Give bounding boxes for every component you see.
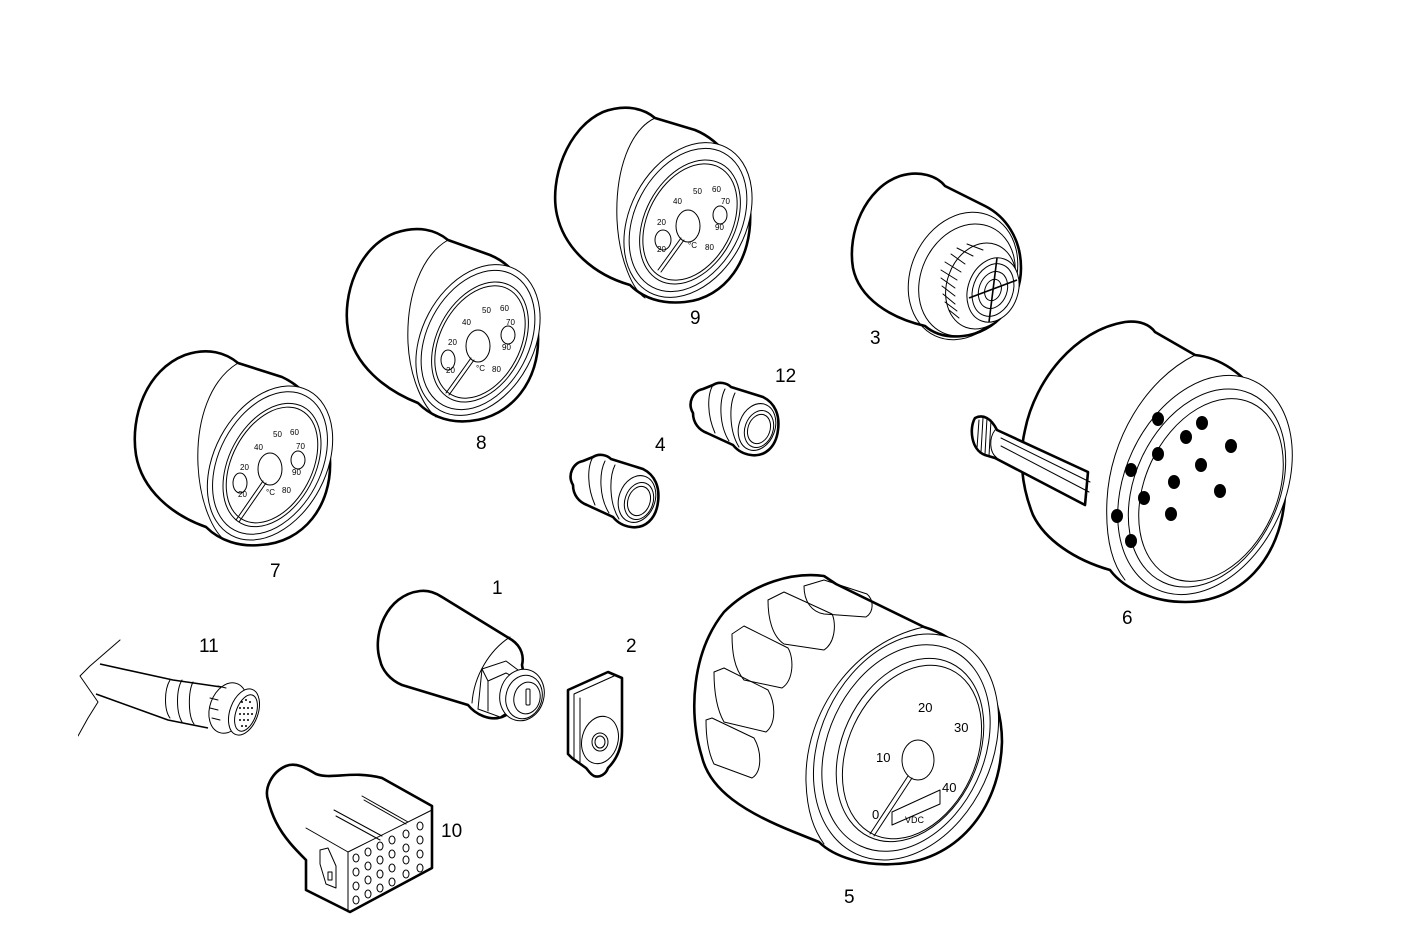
svg-text:40: 40 [673,197,682,206]
svg-text:20: 20 [918,700,932,715]
lamp-holder-part-4 [569,453,660,529]
svg-text:60: 60 [712,185,721,194]
svg-text:20: 20 [657,218,666,227]
callout-6: 6 [1122,608,1133,629]
svg-text:VDC: VDC [905,815,925,825]
callout-5: 5 [844,887,855,908]
svg-text:°C: °C [266,488,275,497]
svg-text:80: 80 [282,486,291,495]
callout-12: 12 [775,366,797,387]
gauge-rear-part-6 [970,320,1293,604]
svg-text:60: 60 [290,428,299,437]
buzzer-part-3 [850,172,1023,341]
svg-text:20: 20 [240,463,249,472]
callout-3: 3 [870,328,881,349]
svg-text:70: 70 [506,318,515,327]
svg-text:30: 30 [954,720,968,735]
gauge-part-9: 40 50 60 70 20 20 90 80 °C [553,106,753,304]
svg-text:90: 90 [502,343,511,352]
svg-text:40: 40 [942,780,956,795]
svg-text:80: 80 [705,243,714,252]
svg-text:60: 60 [500,304,509,313]
svg-text:50: 50 [273,430,282,439]
callout-8: 8 [476,433,487,454]
cable-connector-part-11 [78,639,261,737]
callout-10: 10 [441,821,463,842]
gauge-part-8: 40 50 60 70 20 20 90 80 °C [345,227,541,423]
svg-text:20: 20 [446,366,455,375]
callout-9: 9 [690,308,701,329]
callout-2: 2 [626,636,637,657]
multipin-connector-part-10 [265,763,434,914]
svg-text:°C: °C [688,241,697,250]
callout-4: 4 [655,435,666,456]
callout-7: 7 [270,561,281,582]
svg-text:50: 50 [693,187,702,196]
bracket-part-2 [566,670,624,778]
svg-text:0: 0 [872,807,879,822]
gauge-part-7: 40 50 60 70 20 20 90 80 °C [133,350,334,547]
svg-text:90: 90 [715,223,724,232]
svg-text:°C: °C [476,364,485,373]
svg-text:90: 90 [292,468,301,477]
svg-text:20: 20 [657,245,666,254]
svg-text:70: 70 [296,442,305,451]
sensor-part-1 [376,589,545,722]
lamp-holder-part-12 [689,381,780,457]
svg-text:40: 40 [254,443,263,452]
callout-11: 11 [199,636,219,657]
gauge-part-5: 20 30 10 40 0 VDC [693,573,1004,866]
callout-1: 1 [492,578,503,599]
svg-text:10: 10 [876,750,890,765]
svg-text:40: 40 [462,318,471,327]
svg-text:50: 50 [482,306,491,315]
svg-text:80: 80 [492,365,501,374]
svg-text:20: 20 [238,490,247,499]
svg-text:20: 20 [448,338,457,347]
svg-text:70: 70 [721,197,730,206]
